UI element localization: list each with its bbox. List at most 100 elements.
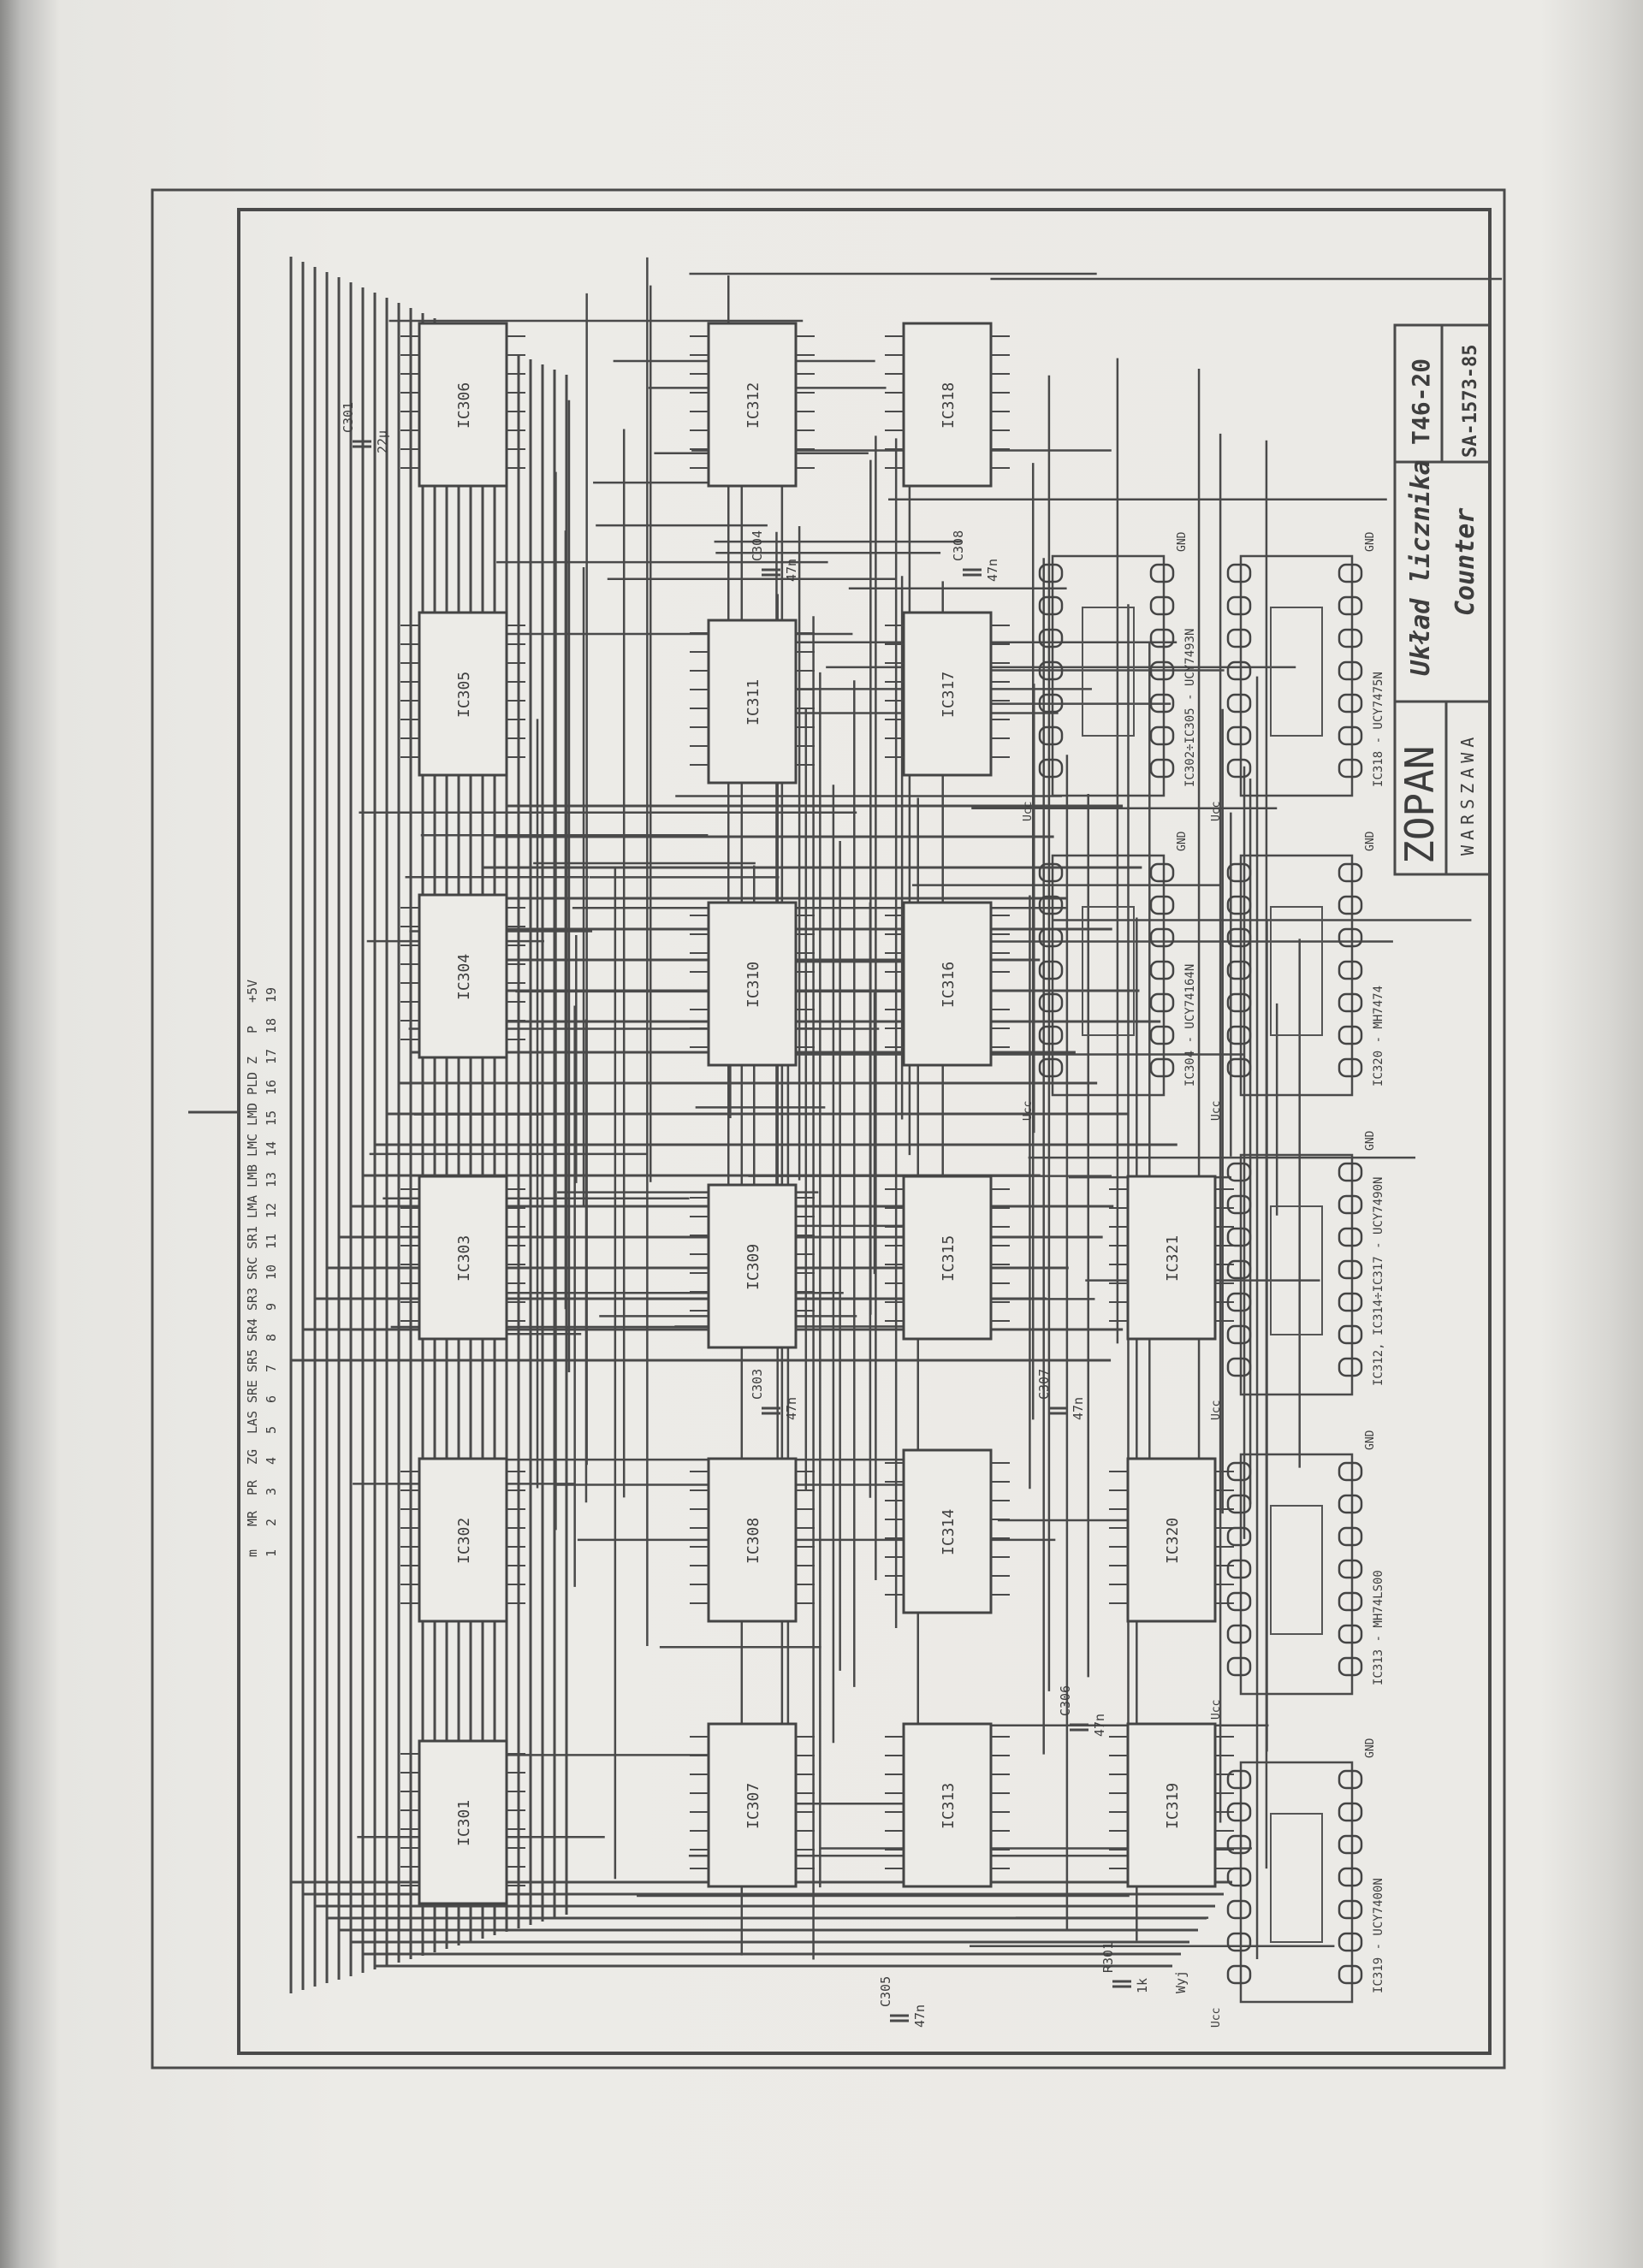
ic-ic318: IC318	[885, 322, 1010, 488]
connector-signal-label: LMA	[245, 1195, 260, 1218]
ic-label: IC304	[455, 954, 473, 1000]
ic-label: IC321	[1164, 1235, 1182, 1282]
ic-label: IC320	[1164, 1518, 1182, 1564]
ic-label: IC313	[940, 1783, 958, 1829]
ic-label: IC314	[940, 1509, 958, 1555]
ic-ic309: IC309	[690, 1183, 815, 1349]
gnd-label: GND	[1364, 831, 1377, 851]
drawing-title-pl: Układ licznika	[1406, 459, 1436, 676]
gnd-label: GND	[1364, 531, 1377, 552]
connector-pin-label: 18	[264, 1018, 279, 1033]
ic-group: IC306IC305IC304IC303IC302IC301IC312IC311…	[400, 322, 1234, 1905]
ic-ic314: IC314	[885, 1448, 1010, 1614]
reference-caption: IC312, IC314÷IC317 - UCY7490N	[1372, 1177, 1385, 1386]
connector-pin-label: 3	[264, 1488, 279, 1495]
inner-frame	[237, 208, 1492, 2055]
reference-caption: IC313 - MH74LS00	[1372, 1570, 1385, 1685]
ic-ic302: IC302	[400, 1457, 525, 1623]
vcc-label: Ucc	[1210, 802, 1223, 821]
capacitor-ref: C301	[341, 402, 356, 433]
sheet-number: T46-20	[1407, 358, 1435, 445]
connector-signal-label: MR	[245, 1510, 260, 1526]
gnd-label: GND	[1364, 1430, 1377, 1450]
outer-frame	[151, 188, 1506, 2070]
drawing-title-en: Counter	[1450, 508, 1480, 616]
connector-signal-label: +5V	[245, 980, 260, 1003]
ic-label: IC301	[455, 1800, 473, 1846]
connector-pin-label: 10	[264, 1264, 279, 1280]
ic-label: IC305	[455, 672, 473, 718]
capacitor-value: 47n	[784, 559, 799, 582]
ic-ic315: IC315	[885, 1175, 1010, 1341]
connector-pin-label: 8	[264, 1334, 279, 1341]
gnd-label: GND	[1176, 831, 1189, 851]
capacitor-value: 47n	[1092, 1714, 1107, 1737]
ic-label: IC311	[744, 679, 762, 725]
capacitor-ref: C308	[951, 530, 966, 561]
ic-ic303: IC303	[400, 1175, 525, 1341]
connector-signal-label: SR3	[245, 1288, 260, 1311]
reference-caption: IC319 - UCY7400N	[1372, 1878, 1385, 1993]
capacitor-c304: C304 47n	[750, 530, 799, 582]
connector-pin-label: 1	[264, 1549, 279, 1557]
ic-ic311: IC311	[690, 619, 815, 785]
output-label: Wyj	[1173, 1970, 1189, 1993]
reference-pinout-diagram: IC304 - UCY74164N Ucc GND	[1022, 831, 1197, 1121]
connector-pin-label: 5	[264, 1426, 279, 1434]
gnd-label: GND	[1176, 531, 1189, 552]
ic-label: IC303	[455, 1235, 473, 1282]
ic-label: IC302	[455, 1518, 473, 1564]
drawing-number: SA-1573-85	[1460, 345, 1481, 458]
reference-pinout-diagram: IC312, IC314÷IC317 - UCY7490N Ucc GND	[1210, 1130, 1385, 1420]
capacitor-ref: R301	[1100, 1942, 1116, 1973]
ic-label: IC318	[940, 382, 958, 429]
capacitor-group: C30122µC30447nC30847nC30347nC30747nC3064…	[341, 402, 1189, 2028]
connector-pin-label: 7	[264, 1365, 279, 1372]
company-city: WARSZAWA	[1457, 732, 1478, 856]
ic-ic310: IC310	[690, 901, 815, 1067]
connector-pin-label: 4	[264, 1457, 279, 1465]
capacitor-ref: C307	[1036, 1369, 1052, 1400]
capacitor-value: 1k	[1135, 1978, 1150, 1993]
capacitor-ref: C304	[750, 530, 765, 561]
connector-signal-label: LMC	[245, 1134, 260, 1157]
vcc-label: Ucc	[1022, 802, 1035, 821]
connector-pin-label: 15	[264, 1110, 279, 1126]
capacitor-c308: C308 47n	[951, 530, 1000, 582]
connector-signal-label: ZG	[245, 1449, 260, 1465]
capacitor-c306: C306 47n	[1058, 1685, 1107, 1737]
ic-label: IC309	[744, 1244, 762, 1290]
ic-label: IC312	[744, 382, 762, 429]
connector-pin-label: 13	[264, 1172, 279, 1187]
capacitor-ref: C306	[1058, 1685, 1073, 1716]
capacitor-r301: R301 1k	[1100, 1942, 1150, 1993]
connector-signal-label: PR	[245, 1479, 260, 1495]
connector-pin-label: 9	[264, 1303, 279, 1311]
vcc-label: Ucc	[1022, 1101, 1035, 1121]
capacitor-ref: C303	[750, 1369, 765, 1400]
reference-caption: IC304 - UCY74164N	[1183, 964, 1197, 1087]
ic-ic321: IC321	[1109, 1175, 1234, 1341]
connector-pin-label: 17	[264, 1049, 279, 1064]
connector-pin-label: 19	[264, 987, 279, 1003]
connector-signal-label: Z	[245, 1057, 260, 1064]
connector-pin-label: 14	[264, 1141, 279, 1157]
gnd-label: GND	[1364, 1130, 1377, 1151]
connector-signal-label: SRE	[245, 1380, 260, 1403]
gnd-label: GND	[1364, 1738, 1377, 1758]
capacitor-value: 47n	[985, 559, 1000, 582]
connector-signal-label: LMB	[245, 1164, 260, 1187]
ic-ic305: IC305	[400, 611, 525, 777]
ic-ic317: IC317	[885, 611, 1010, 777]
vcc-label: Ucc	[1210, 1400, 1223, 1420]
